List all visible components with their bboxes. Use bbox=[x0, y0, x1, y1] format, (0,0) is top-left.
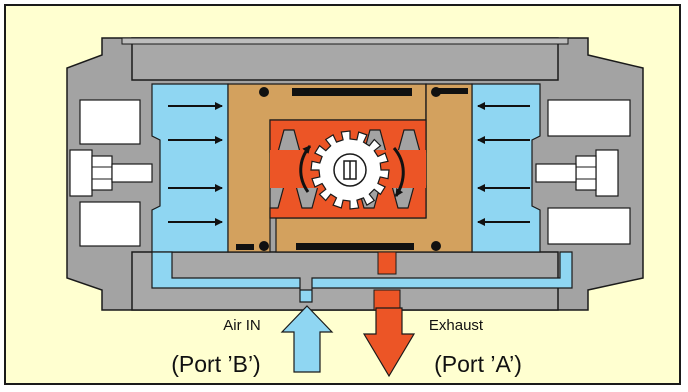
air-passage bbox=[151, 251, 573, 303]
seal-strip bbox=[438, 88, 468, 94]
right-cavity-bottom bbox=[547, 207, 631, 245]
seal-oring bbox=[431, 241, 441, 251]
left-cavity-top bbox=[79, 99, 141, 145]
hex-bolt-icon bbox=[535, 149, 619, 197]
pressure-arrows-left bbox=[168, 102, 223, 226]
seal-strip bbox=[292, 88, 412, 96]
seal-oring bbox=[431, 87, 441, 97]
left-cavity-bottom bbox=[79, 201, 141, 247]
seal-strip bbox=[296, 243, 414, 250]
port-b-label: (Port ’B’) bbox=[171, 351, 260, 377]
gear-icon bbox=[310, 130, 390, 210]
port-a-label: (Port ’A’) bbox=[434, 351, 522, 377]
rotation-arrow-icon bbox=[299, 145, 312, 193]
right-cavity-top bbox=[547, 99, 631, 137]
right-air-chamber bbox=[471, 83, 541, 253]
hex-bolt-icon bbox=[69, 149, 153, 197]
pressure-arrows-right bbox=[477, 102, 530, 226]
air-in-label: Air IN bbox=[223, 317, 261, 334]
arrow-down-icon bbox=[362, 307, 416, 378]
top-cap bbox=[131, 37, 559, 81]
seal-oring bbox=[259, 241, 269, 251]
rotation-arrow-icon bbox=[392, 147, 405, 197]
top-cap-lip bbox=[121, 37, 569, 45]
left-air-chamber bbox=[151, 83, 229, 253]
seal-oring bbox=[259, 87, 269, 97]
exhaust-label: Exhaust bbox=[429, 317, 484, 334]
arrow-up-icon bbox=[280, 305, 334, 373]
